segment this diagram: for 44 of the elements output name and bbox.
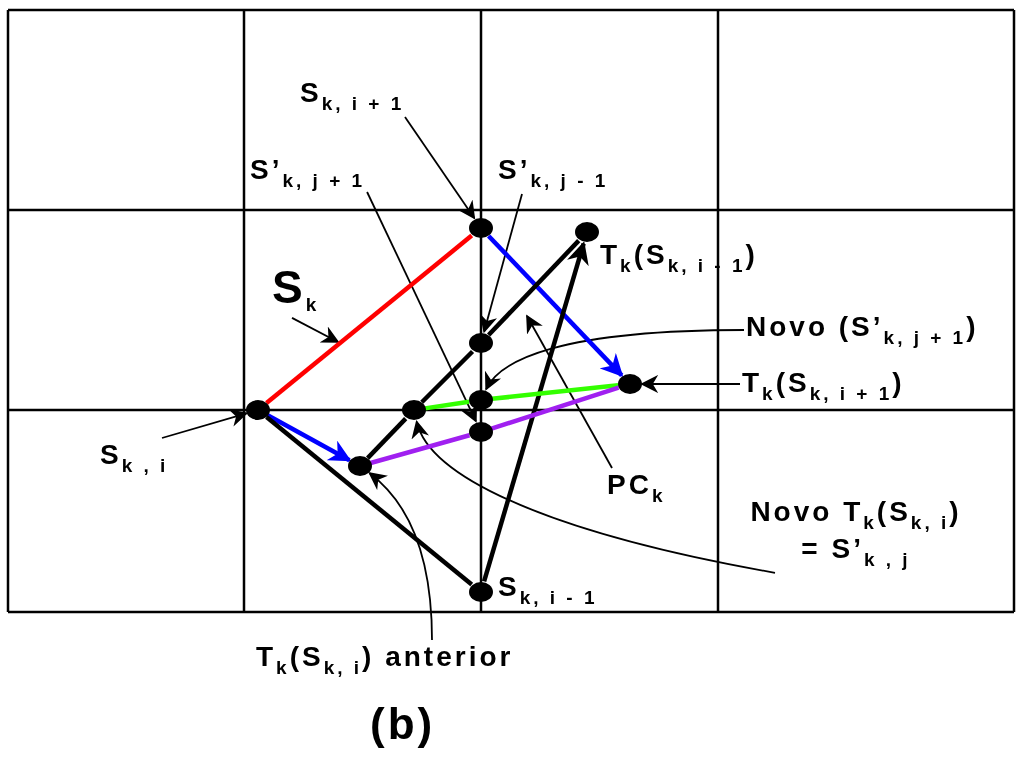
point-dot (469, 390, 493, 410)
point-dot (246, 400, 270, 420)
point-label: S$_{k, i - 1}$ (498, 572, 598, 609)
line-segment (491, 383, 619, 402)
point-label: PC$_{k}$ (607, 470, 666, 507)
line-segment (265, 415, 474, 587)
leader-line (161, 409, 249, 439)
point-dot (618, 374, 642, 394)
leader-line (526, 314, 613, 469)
point-label: T$_{k}$(S$_{k, i}$) anterior (256, 642, 514, 679)
point-label: S$_{k}$ (272, 262, 320, 316)
point-dot (469, 218, 493, 238)
leader-line (404, 116, 476, 220)
leader-line (414, 420, 776, 574)
line-segment (486, 239, 581, 337)
point-label: Novo T$_{k}$(S$_{k, i}$) = S’$_{k , j}$ (742, 497, 970, 571)
arrow (486, 234, 624, 377)
line-segment (490, 385, 620, 431)
point-label: Novo (S’$_{k, j + 1}$) (746, 312, 979, 349)
point-dot (348, 456, 372, 476)
point-label: S$_{k , i}$ (100, 440, 169, 477)
leader-line (640, 375, 741, 393)
point-dot (469, 582, 493, 602)
point-dot (402, 400, 426, 420)
point-label: T$_{k}$(S$_{k, i + 1}$) (742, 368, 905, 405)
line-segment (265, 233, 474, 405)
arrow (266, 413, 352, 463)
caption: (b) (370, 700, 436, 749)
point-dot (469, 333, 493, 353)
leader-line (479, 193, 523, 334)
leader-line (485, 329, 745, 391)
line-segment (424, 399, 470, 411)
point-label: S’$_{k, j - 1}$ (498, 155, 609, 192)
arrow (481, 241, 589, 583)
point-label: S$_{k, i + 1}$ (300, 78, 405, 115)
leader-line (366, 191, 478, 423)
line-segment (370, 433, 471, 466)
line-segment (366, 417, 408, 460)
point-dot (575, 222, 599, 242)
line-segment (420, 349, 475, 404)
leader-line (368, 472, 433, 641)
point-label: S’$_{k, j + 1}$ (250, 155, 366, 192)
leader-line (291, 317, 340, 343)
point-dot (469, 422, 493, 442)
